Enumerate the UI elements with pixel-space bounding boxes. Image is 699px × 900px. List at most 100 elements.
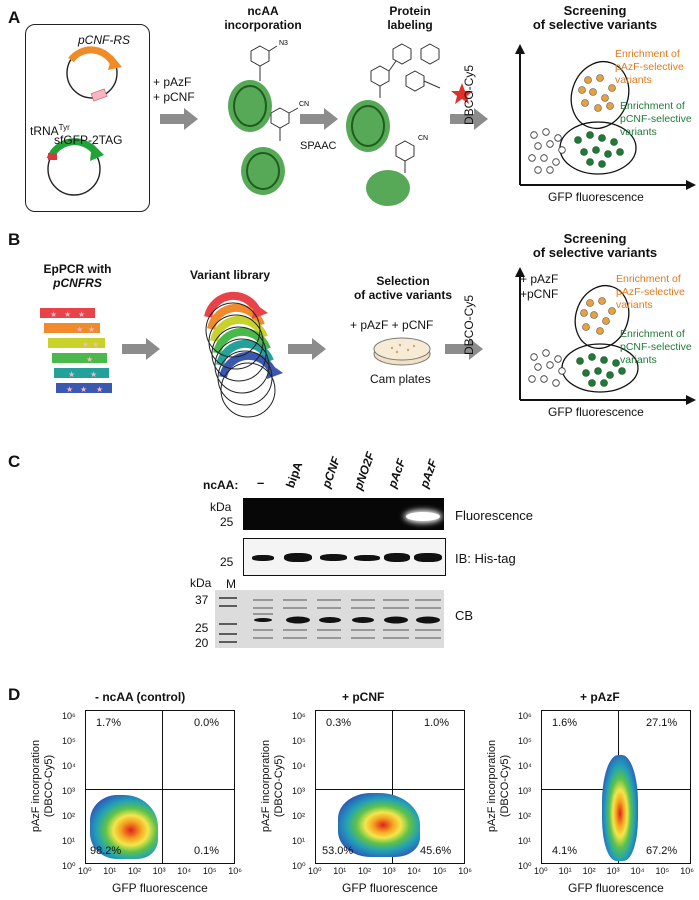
panel-c-label: C [8, 452, 21, 471]
flow-plot-2: + pCNF pAzF incorporation (DBCO-Cy5) 0.3… [230, 688, 472, 900]
flow-3-yticks: 10⁶ 10⁵ 10⁴ 10³ 10² 10¹ 10⁰ [518, 704, 532, 879]
svg-text:★: ★ [68, 370, 75, 379]
panel-d-label: D [8, 685, 21, 704]
flow-2-xtick-5: 10⁵ [432, 866, 447, 876]
flow-plot-3: + pAzF pAzF incorporation (DBCO-Cy5) 1.6… [456, 688, 699, 900]
screen-b-plot [515, 267, 696, 405]
cn-label: CN [299, 101, 309, 108]
flow-1-yaxis: pAzF incorporation (DBCO-Cy5) [30, 706, 56, 866]
flow-2-density [338, 793, 420, 857]
selection-title-2: of active variants [353, 288, 453, 302]
selection-add: + pAzF + pCNF [350, 318, 434, 332]
fluorescence-label: Fluorescence [455, 508, 534, 523]
arrow-a2 [300, 108, 338, 130]
arrow-b1 [122, 338, 160, 360]
enrich-azf-b: Enrichment of pAzF-selective variants [616, 273, 685, 312]
flow-2-q-ll: 53.0% [322, 845, 354, 857]
flow-3-ytick-2: 10² [518, 811, 532, 821]
library-drawing [204, 291, 283, 418]
flow-2-ytick-3: 10³ [292, 786, 306, 796]
flow-3-yaxis: pAzF incorporation (DBCO-Cy5) [486, 706, 512, 866]
enrich-azf-b-2: pAzF-selective [616, 286, 685, 298]
svg-text:★: ★ [66, 385, 73, 394]
flow-3-ytick-3: 10³ [518, 786, 532, 796]
flow-1-xtick-0: 10⁰ [78, 866, 92, 876]
enrich-cnf-b: Enrichment of pCNF-selective variants [620, 328, 692, 367]
svg-text:★: ★ [82, 340, 89, 349]
flow-1-ytick-5: 10⁵ [62, 736, 76, 746]
flow-3-ytick-5: 10⁵ [518, 736, 532, 746]
flow-plot-1: - ncAA (control) pAzF incorporation (DBC… [0, 688, 242, 900]
enrich-azf-a-1: Enrichment of [615, 48, 680, 60]
trna-text: tRNA [30, 124, 59, 138]
flow-2-yaxis-2: (DBCO-Cy5) [273, 754, 285, 818]
enrich-cnf-b-3: variants [620, 354, 657, 366]
cb-marker: M [226, 577, 236, 591]
screen-a-title: Screening of selective variants [520, 4, 670, 32]
enrich-cnf-a: Enrichment of pCNF-selective variants [620, 100, 692, 139]
his-band-6 [414, 553, 442, 562]
flow-2-xtick-3: 10³ [382, 866, 396, 876]
svg-text:★: ★ [78, 310, 85, 319]
flow-3-xtick-1: 10¹ [558, 866, 572, 876]
flow-2-yaxis-1: pAzF incorporation [260, 739, 272, 833]
flow-2-xtick-1: 10¹ [333, 866, 347, 876]
labeled-proteins: CN [346, 43, 473, 206]
flow-1-xtick-5: 10⁵ [202, 866, 217, 876]
flow-1-xtick-4: 10⁴ [177, 866, 192, 876]
fluorescence-gel [243, 498, 444, 530]
flow-3-xtick-2: 10² [582, 866, 596, 876]
his-band-4 [354, 555, 380, 561]
panel-a-add-text: + pAzF + pCNF [153, 75, 195, 105]
screen-a-title-1: Screening [563, 3, 627, 18]
lane-labels: – bipA pCNF pNO2F pAcF pAzF [245, 445, 445, 495]
flow-1-ytick-1: 10¹ [62, 836, 76, 846]
flow-3-xtick-0: 10⁰ [534, 866, 548, 876]
ncaa-title-2: incorporation [224, 18, 302, 32]
fluor-mw: 25 [220, 515, 234, 529]
azide-label: N3 [279, 40, 288, 47]
flow-2-yticks: 10⁶ 10⁵ 10⁴ 10³ 10² 10¹ 10⁰ [292, 704, 306, 879]
his-band-2 [284, 553, 312, 562]
eppcr-title: EpPCR with pCNFRS [35, 262, 120, 290]
labeling-title-2: labeling [387, 18, 433, 32]
cb-mw-37: 37 [195, 593, 209, 607]
eppcr-title-2: pCNFRS [53, 276, 102, 290]
flow-3-q-lr: 67.2% [646, 845, 678, 857]
lane-pazf: pAzF [417, 457, 441, 490]
arrow-b2 [288, 338, 326, 360]
ncaa-lane-label: ncAA: [203, 478, 239, 492]
lane-bipa: bipA [283, 459, 306, 490]
flow-1-box: 1.7% 0.0% 98.2% 0.1% [85, 710, 235, 864]
plasmid-gfp-label: sfGFP-2TAG [54, 133, 123, 147]
plasmid-rs-label: pCNF-RS [78, 33, 131, 47]
screen-b-title-1: Screening [563, 231, 627, 246]
trna-sup: Tyr [58, 123, 70, 132]
fluor-band-pazf [406, 512, 440, 521]
svg-text:★: ★ [88, 325, 95, 334]
add-pazf: + pAzF [153, 75, 192, 89]
enrich-cnf-a-2: pCNF-selective [620, 113, 692, 125]
flow-1-xtick-2: 10² [127, 866, 141, 876]
arrow-a3 [450, 108, 488, 130]
flow-2-ytick-4: 10⁴ [292, 761, 306, 771]
flow-1-hgate [86, 789, 234, 790]
flow-3-ytick-0: 10⁰ [518, 861, 532, 871]
flow-2-ytick-2: 10² [292, 811, 306, 821]
flow-3-ytick-4: 10⁴ [518, 761, 532, 771]
flow-3-q-ul: 1.6% [552, 717, 578, 729]
labeling-title: Protein labeling [365, 4, 455, 32]
cam-plates-label: Cam plates [370, 372, 431, 386]
flow-3-yaxis-1: pAzF incorporation [486, 739, 498, 833]
flow-1-q-ll: 98.2% [90, 845, 122, 857]
enrich-azf-a: Enrichment of pAzF-selective variants [615, 48, 684, 87]
flow-1-title: - ncAA (control) [95, 690, 186, 704]
his-band-3 [320, 554, 347, 561]
screen-a-yaxis: DBCO-Cy5 [462, 64, 476, 125]
flow-2-ytick-6: 10⁶ [292, 711, 306, 721]
arrow-b3 [445, 338, 483, 360]
enrich-cnf-b-1: Enrichment of [620, 328, 685, 340]
screen-b-add: + pAzF +pCNF [520, 272, 558, 302]
flow-2-ytick-5: 10⁵ [292, 736, 306, 746]
